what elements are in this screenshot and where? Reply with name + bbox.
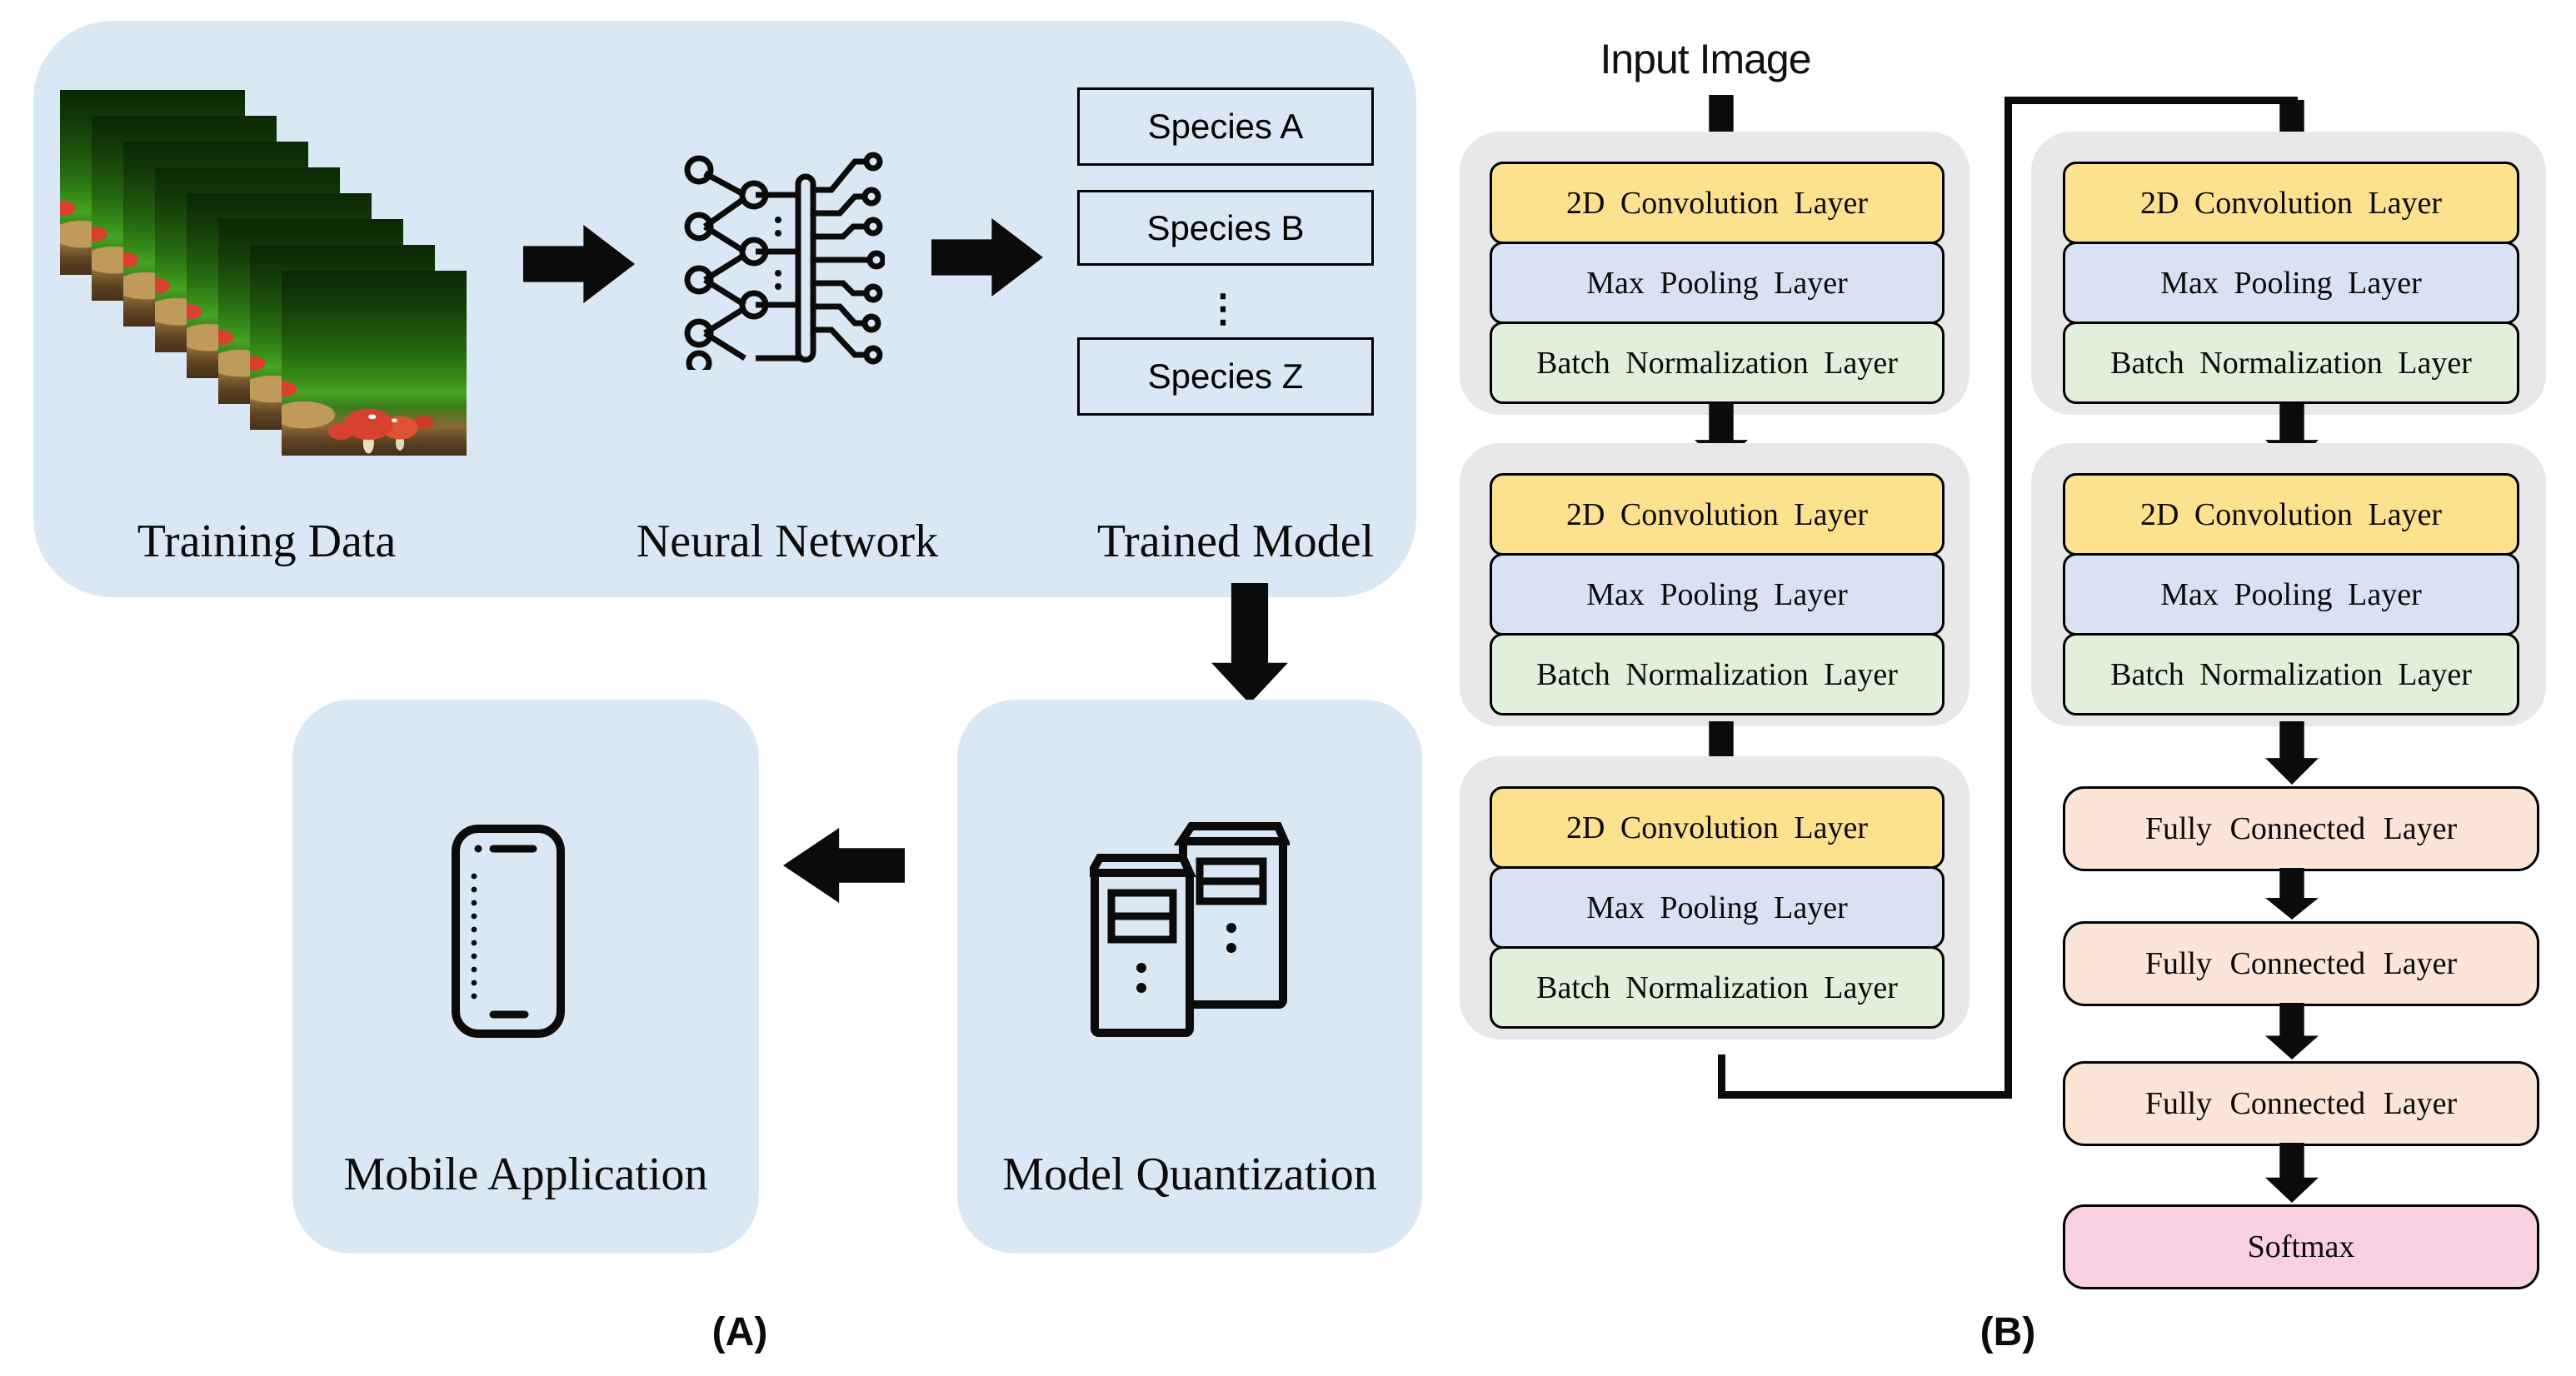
softmax-box: Softmax bbox=[2063, 1204, 2539, 1289]
flow-line-top-horizontal bbox=[2004, 97, 2298, 104]
species-ellipsis: ⋮ bbox=[1204, 287, 1242, 330]
conv-layer-label: 2D Convolution Layer bbox=[1565, 810, 1869, 845]
neural-network-label: Neural Network bbox=[636, 516, 939, 567]
panel-a-caption: (A) bbox=[711, 1310, 768, 1354]
batch-norm-label: Batch Normalization Layer bbox=[2110, 656, 2472, 692]
species-z-box: Species Z bbox=[1077, 337, 1374, 416]
conv-layer-label: 2D Convolution Layer bbox=[2139, 185, 2443, 221]
species-a-box: Species A bbox=[1077, 87, 1374, 166]
fc-label: Fully Connected Layer bbox=[2144, 946, 2458, 981]
arrow-fc2-to-fc3 bbox=[2265, 1003, 2319, 1059]
arrow-model-to-quantization bbox=[1211, 583, 1288, 704]
species-z-label: Species Z bbox=[1147, 356, 1304, 396]
batch-norm-label: Batch Normalization Layer bbox=[1536, 656, 1898, 692]
species-b-box: Species B bbox=[1077, 190, 1374, 266]
flow-line-bottom-stub bbox=[1718, 1054, 1725, 1098]
mushroom-photo bbox=[282, 271, 467, 456]
conv-layer: 2D Convolution Layer bbox=[2063, 473, 2519, 556]
flow-line-vertical bbox=[2004, 97, 2012, 1099]
model-quantization-label: Model Quantization bbox=[1002, 1149, 1377, 1200]
max-pooling-label: Max Pooling Layer bbox=[2160, 265, 2422, 301]
batch-norm-layer: Batch Normalization Layer bbox=[2063, 633, 2519, 715]
species-b-label: Species B bbox=[1146, 207, 1305, 247]
max-pooling-label: Max Pooling Layer bbox=[1586, 890, 1848, 925]
max-pooling-layer: Max Pooling Layer bbox=[1490, 553, 1944, 636]
server-towers-icon bbox=[1090, 821, 1290, 1042]
species-a-label: Species A bbox=[1147, 107, 1304, 146]
conv-layer-label: 2D Convolution Layer bbox=[1565, 185, 1869, 221]
max-pooling-layer: Max Pooling Layer bbox=[1490, 866, 1944, 949]
batch-norm-layer: Batch Normalization Layer bbox=[1490, 322, 1944, 404]
mobile-application-label: Mobile Application bbox=[343, 1149, 708, 1200]
conv-layer: 2D Convolution Layer bbox=[1490, 786, 1944, 869]
neural-network-icon bbox=[676, 140, 885, 370]
smartphone-icon bbox=[450, 823, 567, 1039]
mobile-application-box bbox=[292, 700, 759, 1254]
batch-norm-layer: Batch Normalization Layer bbox=[1490, 946, 1944, 1029]
batch-norm-layer: Batch Normalization Layer bbox=[1490, 633, 1944, 715]
conv-layer: 2D Convolution Layer bbox=[2063, 162, 2519, 244]
fc-label: Fully Connected Layer bbox=[2144, 1086, 2458, 1121]
conv-layer: 2D Convolution Layer bbox=[1490, 162, 1944, 244]
max-pooling-layer: Max Pooling Layer bbox=[2063, 242, 2519, 324]
conv-layer-label: 2D Convolution Layer bbox=[1565, 496, 1869, 532]
conv-layer-label: 2D Convolution Layer bbox=[2139, 496, 2443, 532]
fully-connected-layer-3: Fully Connected Layer bbox=[2063, 1061, 2539, 1146]
arrow-fc3-to-softmax bbox=[2265, 1143, 2319, 1203]
softmax-label: Softmax bbox=[2247, 1229, 2355, 1264]
arrow-block5-to-fc1 bbox=[2265, 721, 2319, 785]
conv-layer: 2D Convolution Layer bbox=[1490, 473, 1944, 556]
input-image-label: Input Image bbox=[1600, 36, 1811, 82]
max-pooling-label: Max Pooling Layer bbox=[1586, 576, 1848, 612]
arrow-quantization-to-mobile bbox=[783, 828, 905, 903]
max-pooling-label: Max Pooling Layer bbox=[1586, 265, 1848, 301]
fc-label: Fully Connected Layer bbox=[2144, 811, 2458, 846]
fully-connected-layer-1: Fully Connected Layer bbox=[2063, 786, 2539, 871]
max-pooling-layer: Max Pooling Layer bbox=[2063, 553, 2519, 636]
batch-norm-label: Batch Normalization Layer bbox=[2110, 345, 2472, 381]
panel-b-caption: (B) bbox=[1979, 1310, 2036, 1354]
batch-norm-label: Batch Normalization Layer bbox=[1536, 970, 1898, 1005]
arrow-fc1-to-fc2 bbox=[2265, 868, 2319, 920]
flow-line-bottom-horizontal bbox=[1718, 1091, 2012, 1099]
training-data-label: Training Data bbox=[137, 516, 397, 567]
batch-norm-label: Batch Normalization Layer bbox=[1536, 345, 1898, 381]
max-pooling-label: Max Pooling Layer bbox=[2160, 576, 2422, 612]
fully-connected-layer-2: Fully Connected Layer bbox=[2063, 921, 2539, 1006]
max-pooling-layer: Max Pooling Layer bbox=[1490, 242, 1944, 324]
batch-norm-layer: Batch Normalization Layer bbox=[2063, 322, 2519, 404]
trained-model-label: Trained Model bbox=[1096, 516, 1375, 567]
